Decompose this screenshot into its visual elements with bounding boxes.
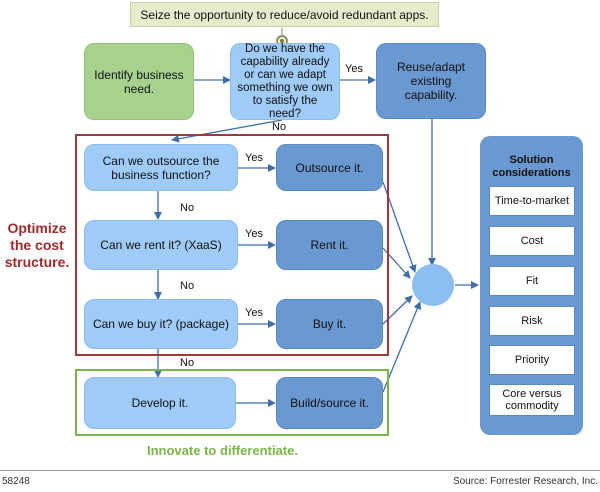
develop-text: Develop it. (131, 396, 189, 410)
reuse-text: Reuse/adapt existing capability. (396, 60, 466, 102)
identify-need-box: Identify business need. (84, 43, 194, 120)
optimize-label: Optimize the cost structure. (4, 220, 70, 270)
capability-question-text: Do we have the capability already or can… (237, 42, 333, 120)
outsource-question-box: Can we outsource the business function? (84, 144, 238, 191)
yes-label-outsource: Yes (245, 152, 263, 164)
consideration-item-1: Cost (489, 226, 575, 256)
footer-divider (0, 470, 600, 471)
convergence-node (412, 264, 454, 306)
consideration-item-5: Core versus commodity (489, 384, 575, 416)
yes-label-rent: Yes (245, 228, 263, 240)
innovate-frame (75, 369, 389, 436)
banner-text: Seize the opportunity to reduce/avoid re… (140, 7, 429, 22)
build-box: Build/source it. (276, 377, 383, 429)
yes-label-capability: Yes (345, 63, 363, 75)
consideration-item-0: Time-to-market (489, 186, 575, 216)
rent-question-text: Can we rent it? (XaaS) (100, 238, 222, 252)
rent-action-text: Rent it. (310, 238, 349, 252)
no-label-capability: No (272, 121, 287, 133)
reuse-box: Reuse/adapt existing capability. (376, 43, 486, 119)
outsource-action-text: Outsource it. (295, 160, 364, 175)
buy-action-text: Buy it. (312, 317, 347, 331)
outsource-question-text: Can we outsource the business function? (102, 153, 220, 182)
consideration-item-2: Fit (489, 266, 575, 296)
capability-question-box: Do we have the capability already or can… (230, 43, 340, 120)
no-label-outsource: No (180, 202, 195, 214)
banner: Seize the opportunity to reduce/avoid re… (130, 2, 439, 27)
innovate-label: Innovate to differentiate. (147, 443, 298, 458)
buy-question-text: Can we buy it? (package) (92, 317, 230, 331)
consideration-item-4: Priority (489, 345, 575, 375)
consideration-item-3: Risk (489, 306, 575, 336)
yes-label-buy: Yes (245, 307, 263, 319)
optimize-frame (75, 134, 389, 356)
outsource-action-box: Outsource it. (276, 144, 383, 191)
buy-action-box: Buy it. (276, 299, 383, 349)
source-note: Source: Forrester Research, Inc. (452, 476, 598, 487)
buy-question-box: Can we buy it? (package) (84, 299, 238, 349)
solution-title: Solution considerations (492, 154, 571, 179)
build-text: Build/source it. (290, 396, 369, 410)
rent-question-box: Can we rent it? (XaaS) (84, 220, 238, 270)
no-label-rent: No (180, 280, 195, 292)
develop-box: Develop it. (84, 377, 236, 429)
figure-id: 58248 (2, 476, 30, 487)
no-label-buy: No (180, 357, 195, 369)
identify-need-text: Identify business need. (94, 67, 184, 96)
rent-action-box: Rent it. (276, 220, 383, 270)
